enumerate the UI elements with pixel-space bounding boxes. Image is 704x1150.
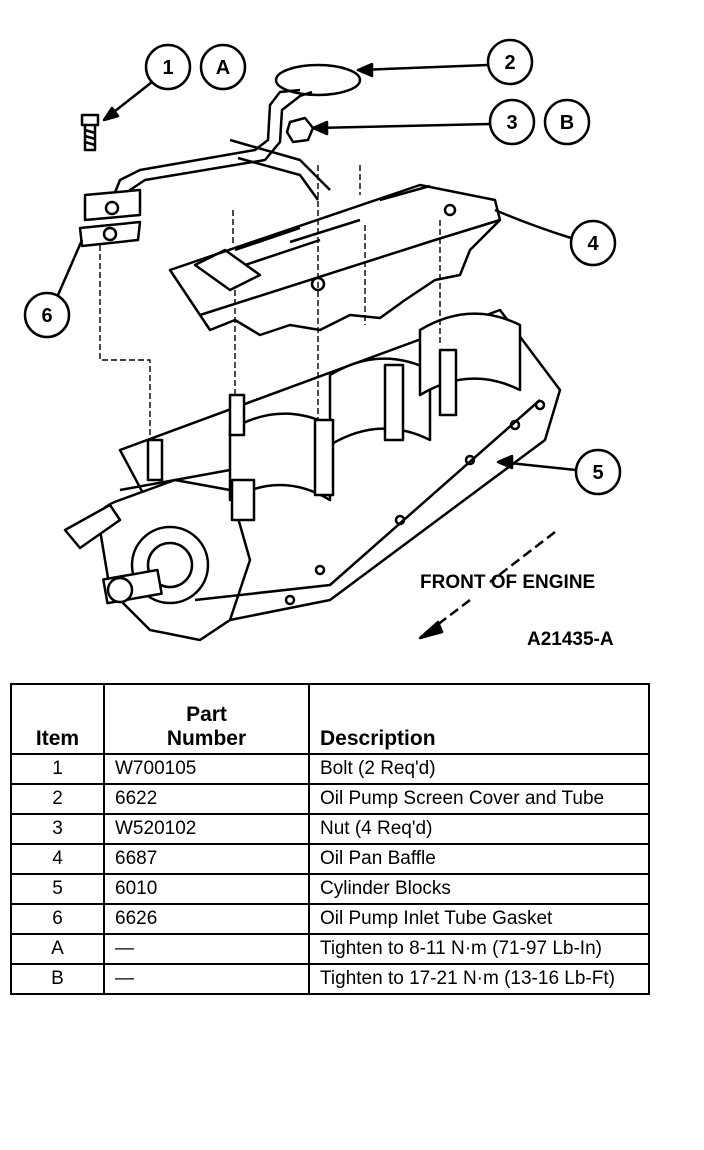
table-row: 6 6626 Oil Pump Inlet Tube Gasket xyxy=(10,903,650,935)
oil-pan-baffle xyxy=(168,183,502,337)
callout-2-label: 2 xyxy=(504,52,515,74)
table-row: 3 W520102 Nut (4 Req'd) xyxy=(10,813,650,845)
cell-desc: Nut (4 Req'd) xyxy=(308,813,650,845)
cell-desc: Tighten to 8-11 N·m (71-97 Lb-In) xyxy=(308,933,650,965)
cell-part: W520102 xyxy=(103,813,310,845)
callout-3 xyxy=(311,98,591,146)
callout-5 xyxy=(496,448,622,496)
figure-id: A21435-A xyxy=(527,629,614,650)
table-row: 4 6687 Oil Pan Baffle xyxy=(10,843,650,875)
callout-4 xyxy=(494,208,617,267)
cell-item: 2 xyxy=(10,783,105,815)
cell-item: 1 xyxy=(10,753,105,785)
cell-desc: Oil Pump Screen Cover and Tube xyxy=(308,783,650,815)
cell-desc: Cylinder Blocks xyxy=(308,873,650,905)
cell-desc: Oil Pump Inlet Tube Gasket xyxy=(308,903,650,935)
header-part-line2: Number xyxy=(166,727,247,750)
table-row: B — Tighten to 17-21 N·m (13-16 Lb-Ft) xyxy=(10,963,650,995)
cell-part: 6687 xyxy=(103,843,310,875)
callout-2 xyxy=(356,38,534,86)
cell-item: 3 xyxy=(10,813,105,845)
callout-4-label: 4 xyxy=(587,233,599,255)
cell-item: A xyxy=(10,933,105,965)
header-part-number: Part Number xyxy=(103,683,310,755)
cell-part: 6010 xyxy=(103,873,310,905)
callout-6-label: 6 xyxy=(41,305,52,327)
header-item: Item xyxy=(10,683,105,755)
nut-part xyxy=(285,116,315,144)
table-row: 5 6010 Cylinder Blocks xyxy=(10,873,650,905)
cell-part: W700105 xyxy=(103,753,310,785)
callout-B-label: B xyxy=(560,112,574,134)
cell-item: 6 xyxy=(10,903,105,935)
callout-A-label: A xyxy=(216,57,230,79)
cell-part: 6626 xyxy=(103,903,310,935)
front-of-engine-label: FRONT OF ENGINE xyxy=(420,572,595,593)
cell-desc: Tighten to 17-21 N·m (13-16 Lb-Ft) xyxy=(308,963,650,995)
cell-item: 4 xyxy=(10,843,105,875)
parts-table: Item Part Number Description 1 W700105 B… xyxy=(10,683,650,995)
table-header-row: Item Part Number Description xyxy=(10,683,650,755)
callout-1-label: 1 xyxy=(162,57,173,79)
callout-3-label: 3 xyxy=(506,112,517,134)
callout-5-label: 5 xyxy=(592,462,603,484)
callout-6 xyxy=(23,239,84,339)
table-row: 2 6622 Oil Pump Screen Cover and Tube xyxy=(10,783,650,815)
table-row: A — Tighten to 8-11 N·m (71-97 Lb-In) xyxy=(10,933,650,965)
engine-exploded-diagram: 1 A 2 3 B 4 5 6 FRONT OF ENGINE A21435-A xyxy=(23,38,622,650)
cell-item: B xyxy=(10,963,105,995)
cylinder-block xyxy=(63,308,562,642)
cell-item: 5 xyxy=(10,873,105,905)
header-part-line1: Part xyxy=(186,703,227,726)
cell-part: — xyxy=(103,963,310,995)
table-row: 1 W700105 Bolt (2 Req'd) xyxy=(10,753,650,785)
oil-pump-screen-cover-and-tube xyxy=(78,63,362,248)
bolt-part xyxy=(80,113,100,152)
callout-1 xyxy=(102,43,247,122)
cell-desc: Oil Pan Baffle xyxy=(308,843,650,875)
cell-part: 6622 xyxy=(103,783,310,815)
cell-part: — xyxy=(103,933,310,965)
header-description: Description xyxy=(308,683,650,755)
cell-desc: Bolt (2 Req'd) xyxy=(308,753,650,785)
front-arrow xyxy=(418,531,556,640)
